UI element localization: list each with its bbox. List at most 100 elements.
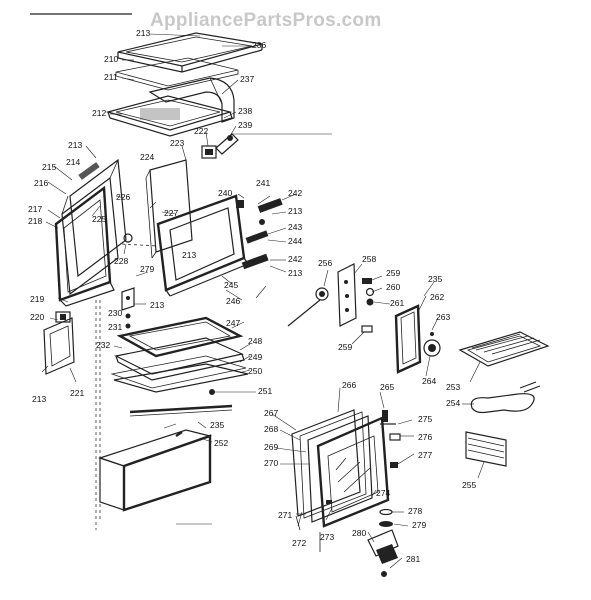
- part-knob-228: [123, 233, 133, 243]
- label-279: 279: [412, 520, 426, 530]
- part-liner-224: [145, 159, 193, 259]
- part-bracket-220: [43, 311, 75, 375]
- label-227: 227: [164, 208, 178, 218]
- label-259: 259: [386, 268, 400, 278]
- label-277: 277: [418, 450, 432, 460]
- part-number-labels: 213 236 210 211 237 212 238 239 222 223 …: [28, 28, 476, 564]
- part-oven-rack-250: [113, 363, 249, 393]
- label-223: 223: [170, 138, 184, 148]
- label-218: 218: [28, 216, 42, 226]
- label-215: 215: [42, 162, 56, 172]
- label-268: 268: [264, 424, 278, 434]
- label-211: 211: [104, 72, 118, 82]
- label-235: 235: [428, 274, 442, 284]
- label-213: 213: [32, 394, 46, 404]
- label-243: 243: [288, 222, 302, 232]
- part-screw-251: [209, 389, 256, 395]
- label-236: 236: [252, 40, 266, 50]
- label-278: 278: [408, 506, 422, 516]
- label-255: 255: [462, 480, 476, 490]
- label-267: 267: [264, 408, 278, 418]
- part-bake-element-254: [470, 381, 541, 414]
- label-274: 274: [376, 488, 390, 498]
- label-242: 242: [288, 188, 302, 198]
- part-knobs-259-261: [361, 278, 375, 333]
- label-273: 273: [320, 532, 334, 542]
- label-276: 276: [418, 432, 432, 442]
- part-drip-pan-212: [105, 95, 233, 137]
- label-228: 228: [114, 256, 128, 266]
- label-280: 280: [352, 528, 366, 538]
- label-262: 262: [430, 292, 444, 302]
- label-266: 266: [342, 380, 356, 390]
- label-212: 212: [92, 108, 106, 118]
- label-235: 235: [210, 420, 224, 430]
- label-275: 275: [418, 414, 432, 424]
- label-222: 222: [194, 126, 208, 136]
- label-253: 253: [446, 382, 460, 392]
- label-272: 272: [292, 538, 306, 548]
- part-bracket-279: [121, 287, 135, 329]
- label-213: 213: [288, 268, 302, 278]
- wiring-dashed-1: [121, 243, 159, 247]
- part-top-tray: [117, 32, 263, 73]
- label-252: 252: [214, 438, 228, 448]
- label-242: 242: [288, 254, 302, 264]
- watermark: AppliancePartsPros.com: [150, 10, 382, 31]
- label-271: 271: [278, 510, 292, 520]
- label-213: 213: [150, 300, 164, 310]
- leader-lines: [41, 33, 485, 569]
- part-broil-rack-253: [458, 331, 550, 367]
- part-oven-rack-249: [110, 355, 247, 389]
- label-259: 259: [338, 342, 352, 352]
- label-216: 216: [34, 178, 48, 188]
- part-igniter-256: [287, 287, 329, 327]
- label-230: 230: [108, 308, 122, 318]
- label-265: 265: [380, 382, 394, 392]
- label-258: 258: [362, 254, 376, 264]
- label-220: 220: [30, 312, 44, 322]
- label-241: 241: [256, 178, 270, 188]
- label-256: 256: [318, 258, 332, 268]
- label-238: 238: [238, 106, 252, 116]
- label-260: 260: [386, 282, 400, 292]
- part-drawer-252: [98, 429, 213, 512]
- part-fasteners-242-244: [241, 198, 283, 270]
- label-217: 217: [28, 204, 42, 214]
- label-245: 245: [224, 280, 238, 290]
- label-269: 269: [264, 442, 278, 452]
- label-254: 254: [446, 398, 460, 408]
- label-251: 251: [258, 386, 272, 396]
- label-213: 213: [288, 206, 302, 216]
- label-244: 244: [288, 236, 302, 246]
- part-oven-door: [291, 409, 401, 552]
- label-219: 219: [30, 294, 44, 304]
- label-213: 213: [182, 250, 196, 260]
- part-bracket-238: [201, 133, 239, 159]
- label-247: 247: [226, 318, 240, 328]
- label-261: 261: [390, 298, 404, 308]
- label-249: 249: [248, 352, 262, 362]
- part-oven-rack-248: [114, 337, 245, 381]
- label-210: 210: [104, 54, 118, 64]
- label-231: 231: [108, 322, 122, 332]
- part-control-panel-258: [337, 263, 357, 327]
- label-221: 221: [70, 388, 84, 398]
- label-279: 279: [140, 264, 154, 274]
- part-window-frame-262: [394, 304, 422, 374]
- label-225: 225: [92, 214, 106, 224]
- part-door-frame-241: [156, 194, 249, 297]
- label-213: 213: [68, 140, 82, 150]
- label-250: 250: [248, 366, 262, 376]
- part-oven-rack-247: [116, 316, 244, 358]
- label-237: 237: [240, 74, 254, 84]
- part-hinge-278-281: [367, 508, 399, 577]
- label-226: 226: [116, 192, 130, 202]
- label-224: 224: [140, 152, 154, 162]
- part-shield-255: [465, 431, 507, 467]
- label-270: 270: [264, 458, 278, 468]
- part-frame-211: [115, 57, 239, 91]
- part-side-panel: [54, 158, 127, 307]
